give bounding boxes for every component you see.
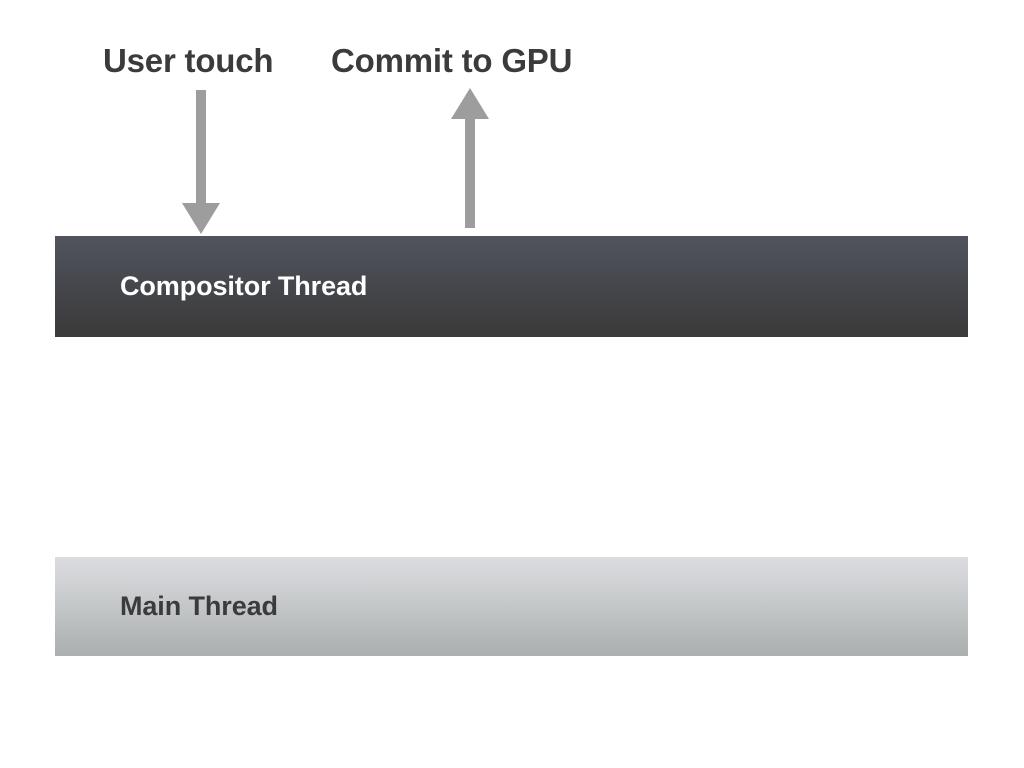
up-arrow-icon [451,88,489,228]
thread-bar-main: Main Thread [55,557,968,656]
thread-label-main: Main Thread [120,591,278,621]
thread-label-compositor: Compositor Thread [120,271,368,301]
annotation-label-user-touch: User touch [103,42,274,79]
annotation-label-commit-to-gpu: Commit to GPU [331,42,573,79]
down-arrow-icon [182,90,220,234]
thread-bar-compositor: Compositor Thread [55,236,968,337]
